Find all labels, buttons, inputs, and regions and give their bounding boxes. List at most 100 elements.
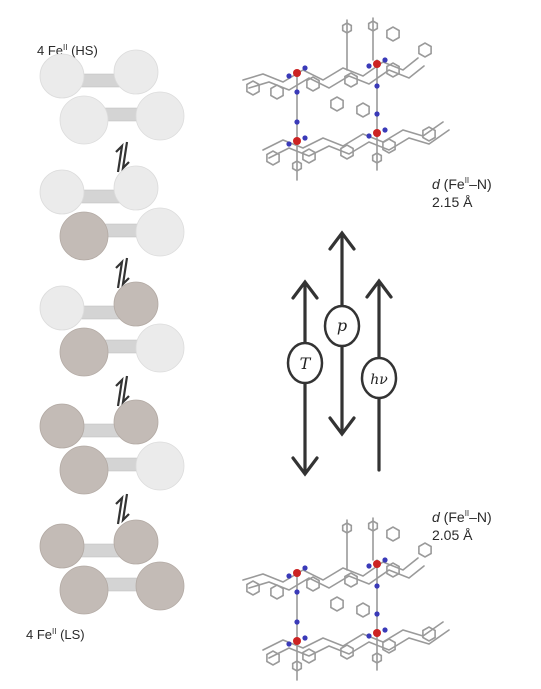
pyridine-ring (340, 144, 354, 160)
nitrogen-atom (294, 589, 300, 595)
pressure-arrow-head-down (328, 416, 356, 437)
pyridine-ring (306, 76, 320, 92)
iron-atom (373, 60, 381, 68)
equilibrium-arrow (115, 375, 130, 407)
pyridine-ring (382, 638, 396, 654)
iron-atom (373, 629, 381, 637)
nitrogen-atom (382, 127, 388, 133)
nitrogen-atom (366, 633, 372, 639)
fe-ls-sphere (59, 445, 109, 495)
light-label: hν (370, 372, 388, 388)
pyridine-ring (302, 148, 316, 164)
pyridine-ring (344, 572, 358, 588)
top-state-oxidation: II (63, 43, 68, 52)
fe-hs-sphere (39, 285, 85, 331)
nitrogen-atom (294, 119, 300, 125)
fe-ls-sphere (135, 561, 185, 611)
bottom-distance-label: d (FeII–N) 2.05 Å (432, 505, 492, 544)
fe-hs-sphere (59, 95, 109, 145)
pyridine-ring (382, 138, 396, 154)
pyridine-ring (371, 652, 383, 664)
fe-ls-sphere (113, 281, 159, 327)
pyridine-ring (330, 96, 344, 112)
pyridine-ring (266, 150, 280, 166)
pressure-badge: p (323, 304, 361, 348)
temperature-arrow-head-down (291, 456, 319, 477)
fe-ls-sphere (59, 211, 109, 261)
equilibrium-arrow (115, 141, 130, 173)
pyridine-ring (330, 596, 344, 612)
pyridine-ring (371, 152, 383, 164)
nitrogen-atom (366, 133, 372, 139)
bottom-distance-value: 2.05 Å (432, 527, 473, 543)
pyridine-ring (418, 542, 432, 558)
pyridine-ring (386, 62, 400, 78)
molecular-structure-hs (242, 17, 450, 181)
pyridine-ring (291, 660, 303, 672)
pyridine-ring (291, 160, 303, 172)
nitrogen-atom (286, 573, 292, 579)
pyridine-ring (344, 72, 358, 88)
light-arrow-head-up (365, 278, 393, 299)
framework-strand (262, 621, 444, 651)
top-distance-open: (Fe (439, 176, 465, 192)
cluster-state (39, 49, 185, 145)
pyridine-ring (356, 602, 370, 618)
nitrogen-atom (366, 563, 372, 569)
nitrogen-atom (382, 57, 388, 63)
fe-hs-sphere (135, 91, 185, 141)
nitrogen-atom (366, 63, 372, 69)
pyridine-ring (422, 626, 436, 642)
bottom-state-oxidation: II (52, 627, 57, 636)
fe-hs-sphere (135, 207, 185, 257)
cluster-state (39, 399, 185, 495)
top-distance-symbol: d (432, 176, 440, 192)
pyridine-ring (246, 580, 260, 596)
framework-strand (242, 557, 419, 583)
framework-strand (242, 57, 419, 83)
nitrogen-atom (302, 135, 308, 141)
fe-hs-sphere (39, 53, 85, 99)
iron-atom (373, 129, 381, 137)
temperature-arrow-head-up (291, 279, 319, 300)
nitrogen-atom (374, 111, 380, 117)
fe-hs-sphere (135, 323, 185, 373)
iron-atom (293, 569, 301, 577)
pyridine-ring (386, 526, 400, 542)
pyridine-ring (270, 584, 284, 600)
cluster-state (39, 165, 185, 261)
equilibrium-arrows (115, 141, 130, 525)
pyridine-ring (341, 22, 353, 34)
pyridine-ring (422, 126, 436, 142)
pyridine-ring (386, 562, 400, 578)
iron-atom (373, 560, 381, 568)
bottom-distance-symbol: d (432, 509, 440, 525)
bottom-state-prefix: 4 Fe (26, 627, 53, 642)
pyridine-ring (386, 26, 400, 42)
nitrogen-atom (294, 619, 300, 625)
top-distance-oxidation: II (464, 176, 470, 185)
pyridine-ring (418, 42, 432, 58)
nitrogen-atom (374, 583, 380, 589)
pyridine-ring (306, 576, 320, 592)
cluster-column (39, 49, 185, 615)
bottom-distance-open: (Fe (439, 509, 465, 525)
nitrogen-atom (382, 627, 388, 633)
temperature-badge: T (286, 341, 324, 385)
top-state-label: 4 FeII (HS) (37, 43, 98, 58)
fe-ls-sphere (113, 519, 159, 565)
top-state-spin: (HS) (67, 43, 98, 58)
equilibrium-arrow (115, 257, 130, 289)
nitrogen-atom (302, 565, 308, 571)
light-badge: hν (360, 356, 398, 400)
top-distance-value: 2.15 Å (432, 194, 473, 210)
nitrogen-atom (286, 73, 292, 79)
top-state-prefix: 4 Fe (37, 43, 64, 58)
fe-ls-sphere (113, 399, 159, 445)
fe-ls-sphere (59, 565, 109, 615)
pyridine-ring (302, 648, 316, 664)
temperature-label: T (300, 354, 312, 373)
iron-atom (293, 69, 301, 77)
top-distance-label: d (FeII–N) 2.15 Å (432, 172, 492, 211)
